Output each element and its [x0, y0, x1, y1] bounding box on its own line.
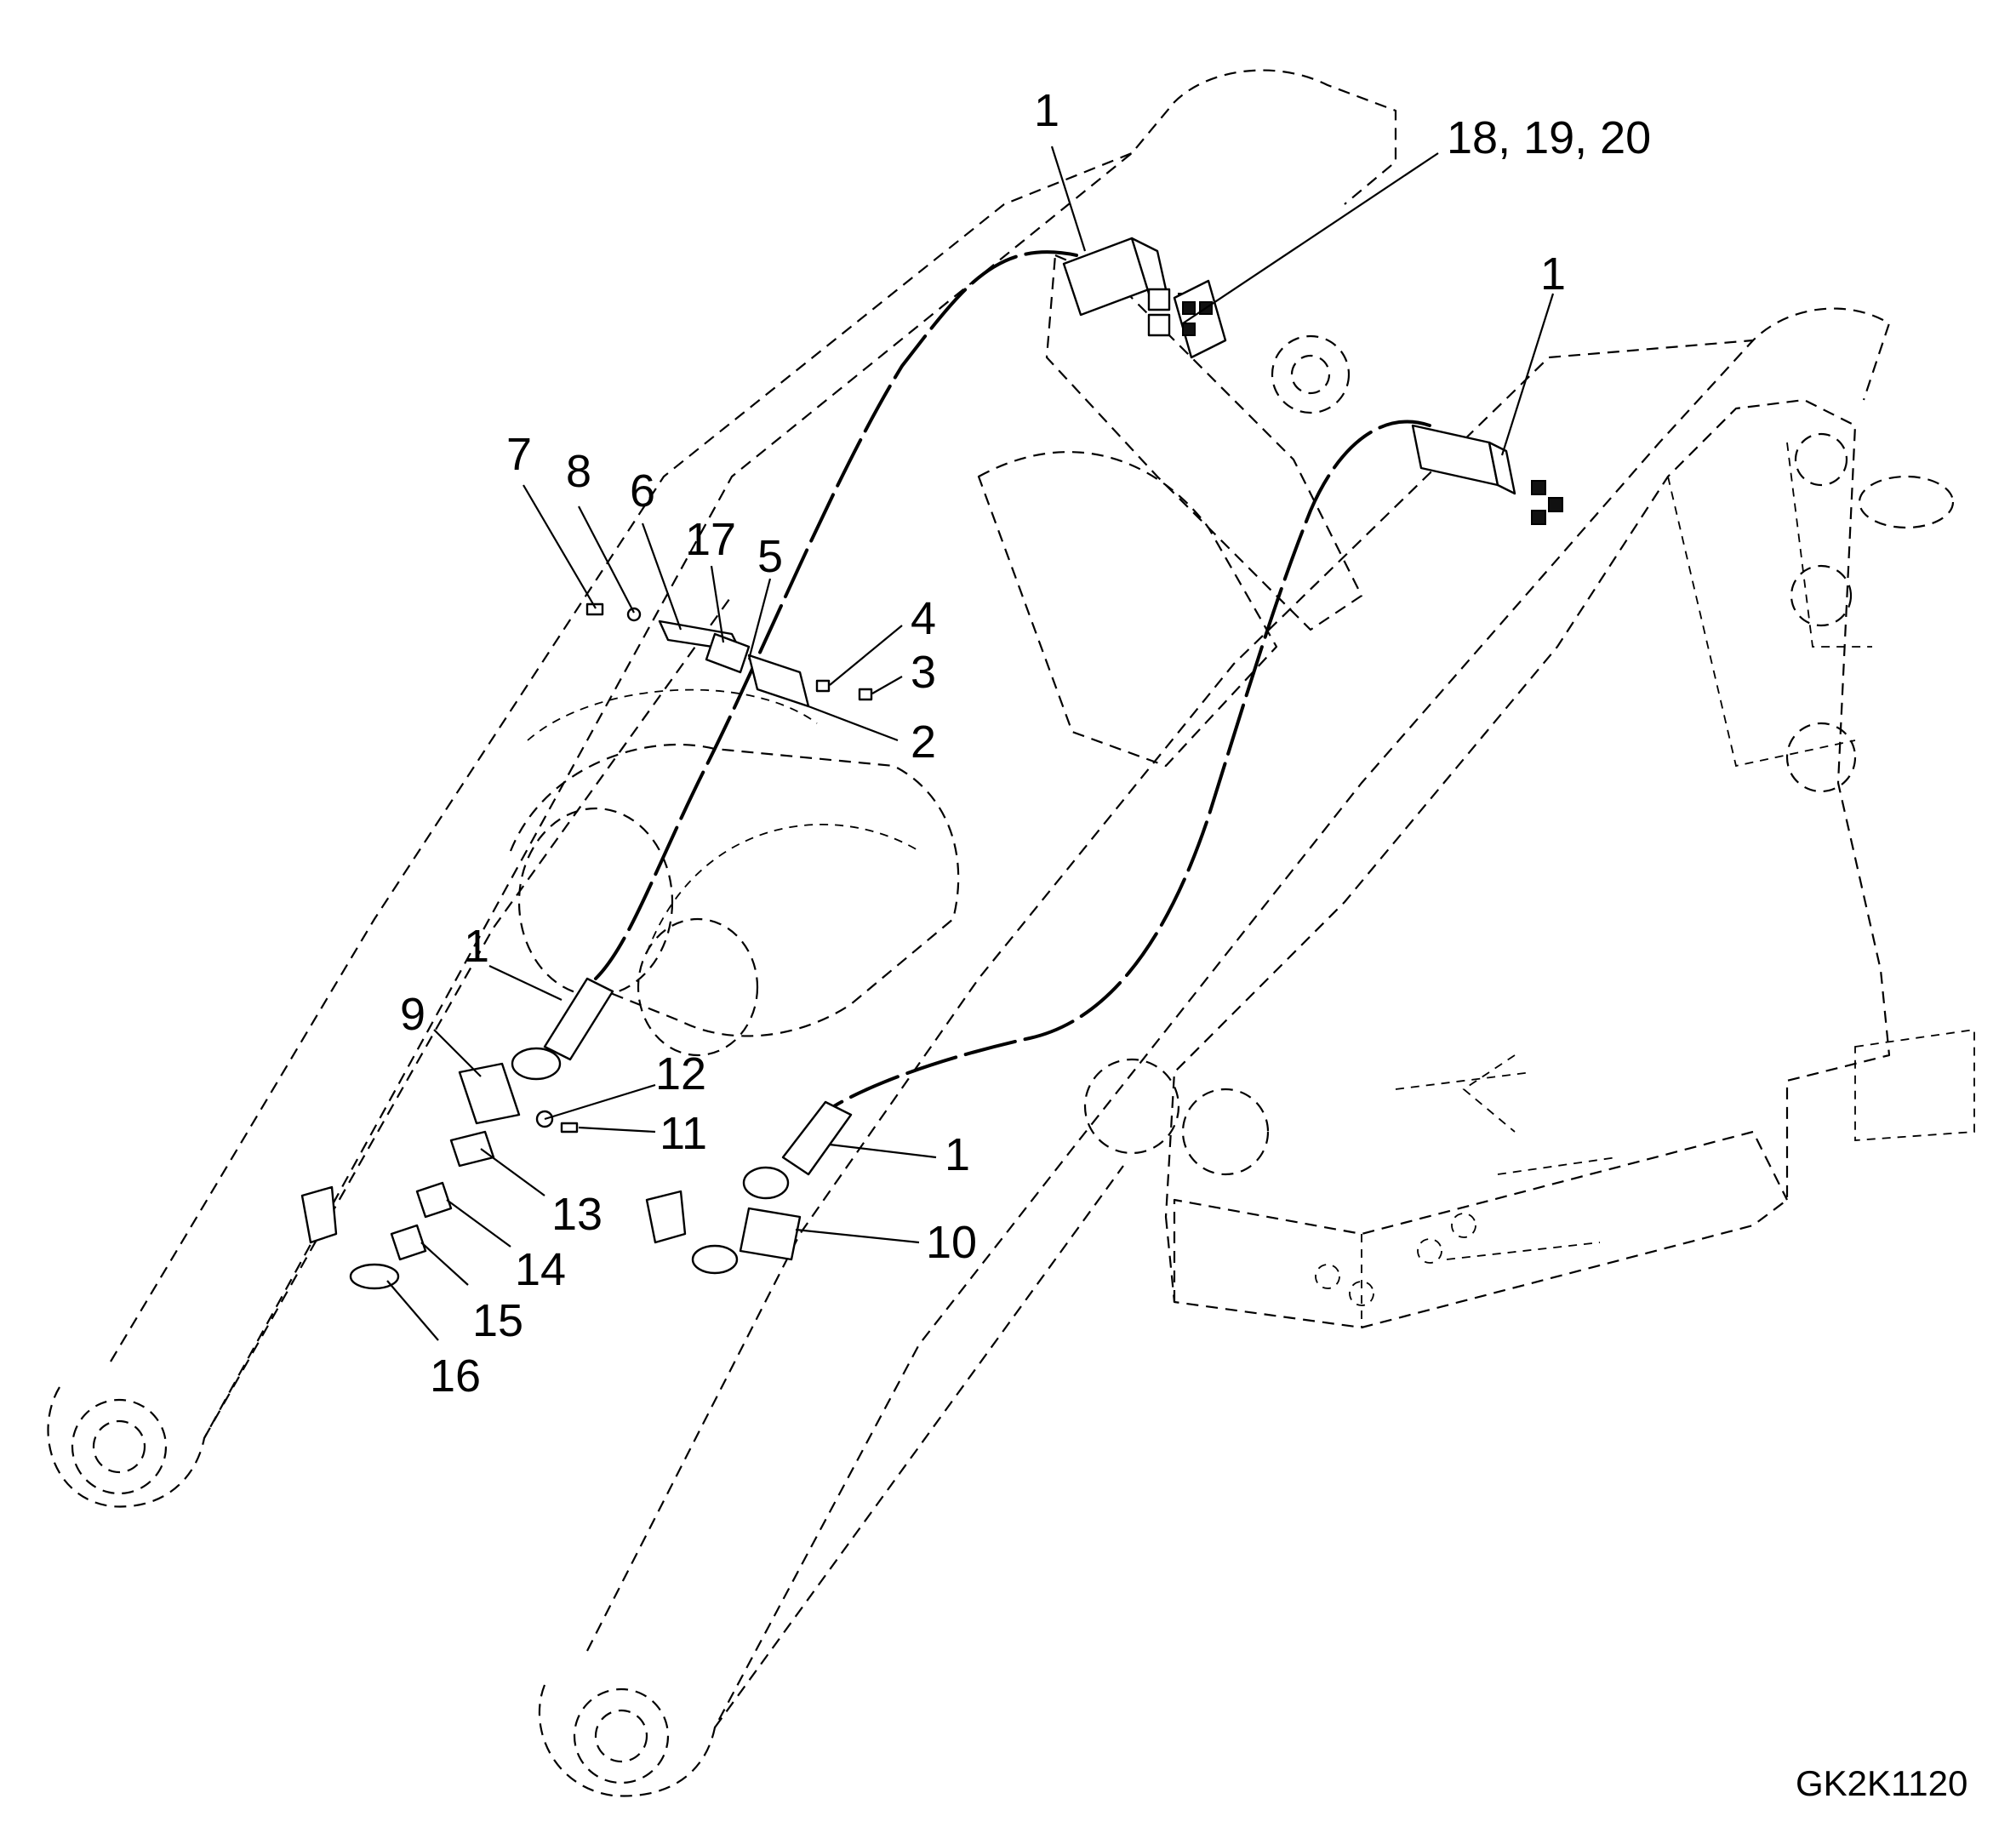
- bulkhead-bracket-10: [645, 1190, 802, 1275]
- callout-12: 12: [655, 1048, 706, 1099]
- callout-8: 8: [566, 446, 591, 497]
- callout-15: 15: [472, 1295, 523, 1346]
- callout-1-right: 1: [1540, 248, 1566, 300]
- valve-bracket-assembly: [585, 602, 873, 708]
- loader-frame-outline: [47, 69, 1975, 1797]
- hose-assembly-bottom: [742, 1100, 853, 1200]
- callout-5: 5: [757, 531, 783, 582]
- callout-labels: 1 18, 19, 20 1 7 8 6 17 5 4 3 2 1 9 12 1…: [400, 85, 1651, 1402]
- fittings-13-14-15: [390, 1130, 495, 1261]
- callout-18-19-20: 18, 19, 20: [1447, 112, 1651, 163]
- callout-11: 11: [660, 1108, 707, 1159]
- callout-2: 2: [911, 717, 936, 768]
- hose-assembly-top: [1062, 237, 1195, 337]
- callout-1-bottom: 1: [945, 1129, 970, 1180]
- callout-1-top: 1: [1034, 85, 1059, 136]
- callout-6: 6: [630, 465, 655, 517]
- hose-assembly-right: [1411, 424, 1563, 525]
- callout-4: 4: [911, 593, 936, 644]
- callout-3: 3: [911, 647, 936, 698]
- callout-14: 14: [515, 1244, 566, 1295]
- callout-9: 9: [400, 989, 425, 1040]
- hydraulic-hoses: [594, 250, 1431, 1108]
- coupler-block-18-19-20: [1173, 279, 1227, 359]
- hose-assembly-left: [511, 977, 614, 1081]
- leader-lines: [386, 146, 1555, 1341]
- callout-10: 10: [926, 1217, 977, 1268]
- callout-17: 17: [685, 514, 736, 565]
- callout-7: 7: [506, 429, 532, 480]
- callout-16: 16: [430, 1350, 481, 1402]
- drawing-code: GK2K1120: [1796, 1763, 1967, 1803]
- callout-1-left: 1: [464, 921, 489, 972]
- dust-cap-16: [300, 1185, 400, 1290]
- callout-13: 13: [551, 1189, 603, 1240]
